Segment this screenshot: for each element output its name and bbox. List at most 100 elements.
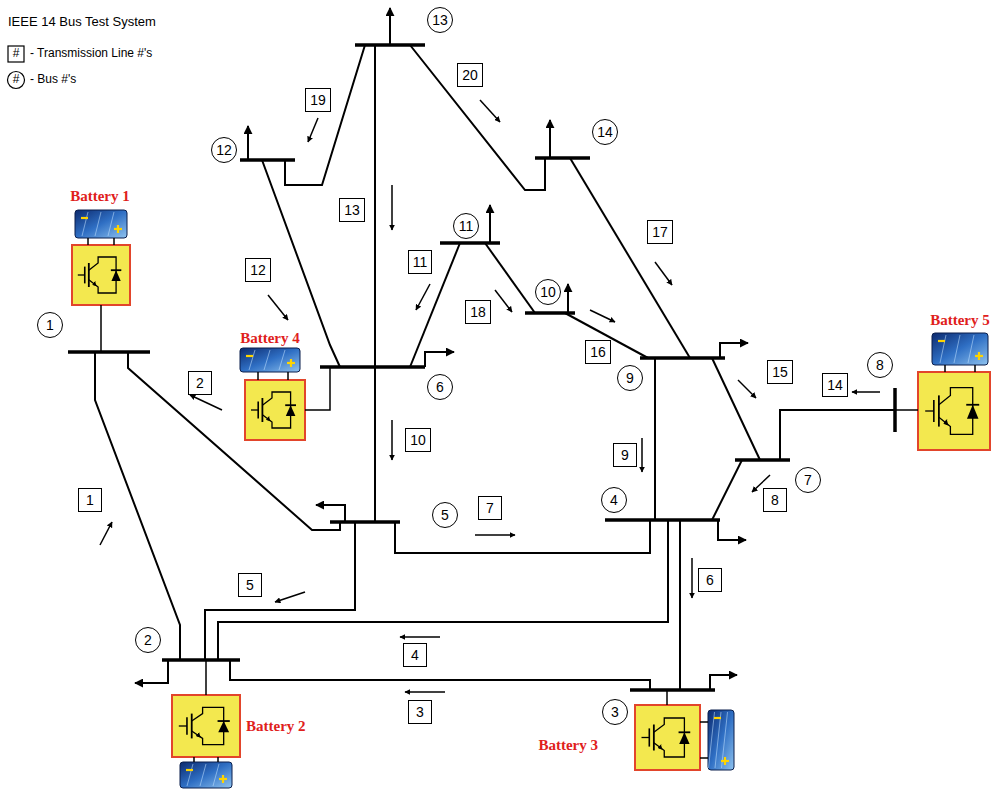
flow-arrow: [480, 100, 500, 122]
legend-box-sample: [8, 46, 24, 62]
converter-box: [172, 695, 240, 757]
bus-bar: [640, 356, 725, 360]
load-arrow: [720, 343, 748, 358]
line-number: 9: [621, 448, 629, 462]
converter-box: [72, 245, 130, 305]
flow-arrow: [391, 420, 393, 460]
flow-arrow: [100, 522, 112, 545]
line-number: 2: [196, 376, 204, 390]
converter-wire: [100, 305, 102, 352]
legend-entry: - Transmission Line #'s: [30, 47, 152, 60]
line-number-box: 10: [405, 428, 431, 452]
bus-bar: [330, 520, 400, 524]
line-number: 19: [310, 93, 326, 107]
diagram-title: IEEE 14 Bus Test System: [8, 14, 156, 29]
transmission-line: [485, 243, 535, 313]
converter-wire: [944, 365, 946, 372]
bus-number: 12: [216, 143, 232, 157]
flow-arrow: [852, 391, 880, 393]
bus-number: 5: [441, 508, 449, 522]
line-number: 14: [827, 378, 843, 392]
legend-text: - Bus #'s: [30, 72, 76, 86]
converter-wire: [287, 372, 289, 380]
converter-wire: [666, 690, 668, 705]
line-number: 13: [344, 203, 360, 217]
bus-number-circle: 9: [617, 365, 643, 391]
flow-arrow: [691, 558, 693, 598]
line-number: 20: [462, 68, 478, 82]
bus-number-circle: 8: [867, 352, 893, 378]
transmission-line: [395, 520, 650, 553]
bus-number: 7: [804, 473, 812, 487]
load-arrow: [135, 660, 168, 683]
legend-circle-sample: [8, 72, 25, 89]
bus-number: 1: [46, 318, 54, 332]
transmission-line: [712, 358, 760, 460]
line-number: 11: [413, 255, 428, 269]
bus-bar: [162, 658, 240, 662]
load-arrow: [567, 284, 569, 313]
flow-arrow: [495, 290, 512, 312]
line-number-box: 13: [339, 198, 365, 222]
line-number-box: 17: [647, 220, 673, 244]
transmission-line: [374, 367, 376, 522]
bus-number-circle: 14: [592, 119, 618, 145]
battery-label: Battery 1: [70, 188, 130, 205]
converter-box: [245, 380, 305, 440]
bus-bar: [630, 688, 715, 692]
line-number: 8: [771, 493, 779, 507]
converter-wire: [305, 367, 330, 410]
converter-wire: [205, 660, 207, 695]
line-number-box: 20: [457, 63, 483, 87]
line-number: 6: [706, 573, 714, 587]
bus-number: 11: [459, 219, 474, 233]
battery-icon: [240, 348, 300, 372]
battery-label: Battery 3: [538, 737, 598, 754]
line-number-box: 15: [767, 360, 793, 384]
converter-wire: [193, 757, 195, 762]
line-number-box: 1: [78, 488, 102, 512]
load-arrow: [247, 126, 249, 160]
line-number-box: 9: [613, 443, 637, 467]
flow-arrow: [738, 380, 756, 398]
transmission-line: [218, 520, 668, 660]
bus-number-circle: 4: [601, 487, 627, 513]
flow-arrow: [400, 636, 440, 638]
line-number-box: 19: [305, 88, 331, 112]
line-number: 5: [246, 578, 254, 592]
line-number: 7: [486, 501, 494, 515]
flow-arrow: [268, 295, 288, 320]
line-number-box: 6: [698, 568, 722, 592]
transmission-line: [410, 45, 545, 190]
bus-number: 8: [876, 358, 884, 372]
line-number: 12: [250, 263, 266, 277]
transmission-line: [285, 45, 365, 185]
bus-bar: [320, 365, 425, 369]
converter-wire: [87, 238, 89, 245]
converter-wire: [113, 238, 115, 245]
line-number-box: 5: [238, 573, 262, 597]
bus-number: 14: [597, 125, 613, 139]
converter-wire: [700, 721, 708, 723]
line-number-box: 4: [403, 643, 427, 667]
bus-number-circle: 13: [427, 7, 453, 33]
battery-icon: [180, 762, 232, 788]
bus-bar: [735, 458, 790, 462]
flow-arrow: [655, 262, 672, 285]
transmission-line: [410, 243, 460, 367]
converter-box: [918, 372, 990, 450]
flow-arrow: [405, 691, 445, 693]
line-number: 15: [772, 365, 788, 379]
transmission-line: [205, 522, 355, 660]
line-number-box: 16: [585, 340, 611, 364]
bus-number-circle: 6: [427, 374, 453, 400]
load-arrow: [710, 675, 737, 690]
bus-number-circle: 11: [453, 213, 479, 239]
bus-number-circle: 7: [795, 467, 821, 493]
bus-number-circle: 12: [211, 137, 237, 163]
converter-wire: [700, 757, 708, 759]
transmission-line: [128, 352, 340, 530]
flow-arrow: [475, 534, 515, 536]
bus-bar: [68, 350, 150, 354]
bus-number: 3: [611, 705, 619, 719]
